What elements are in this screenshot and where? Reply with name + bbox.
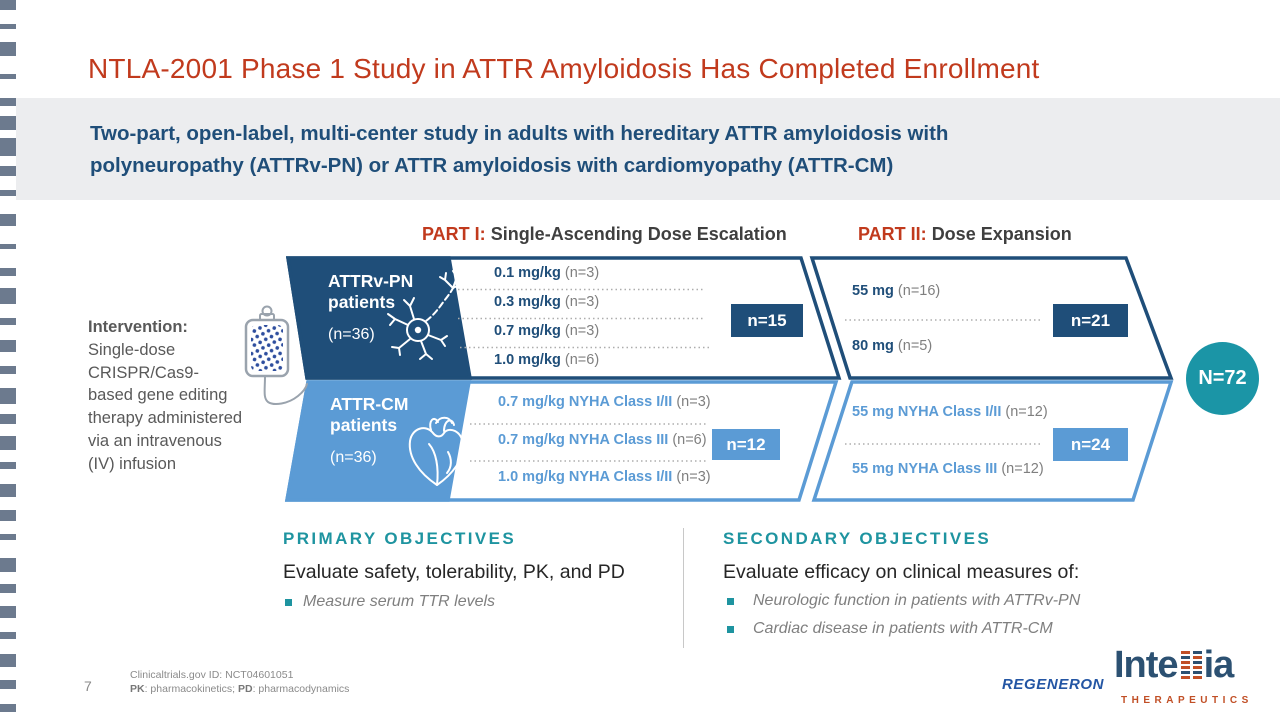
bullet-icon [727, 626, 734, 633]
intellia-logo-left: Inte [1114, 644, 1179, 686]
secondary-objectives-lead: Evaluate efficacy on clinical measures o… [723, 561, 1080, 583]
part1-title: Single-Ascending Dose Escalation [490, 224, 787, 244]
dose-label: 0.7 mg/kg NYHA Class I/II [498, 394, 673, 410]
attrv-group-label: ATTRv-PN patients (n=36) [328, 271, 413, 344]
dose-n: (n=3) [564, 265, 600, 281]
dose-n: (n=5) [897, 338, 933, 354]
dose-label: 0.7 mg/kg [494, 323, 561, 339]
secondary-objectives-heading: SECONDARY OBJECTIVES [723, 529, 992, 548]
intervention-block: Intervention: Single-dose CRISPR/Cas9- b… [88, 316, 270, 475]
part1-attrcm-total-badge: n=12 [712, 429, 780, 460]
intellia-logo-right: ia [1203, 644, 1235, 686]
pk-text: : pharmacokinetics; [144, 683, 238, 695]
dose-n: (n=12) [1001, 461, 1044, 477]
part2-attrcm-total-badge: n=24 [1053, 428, 1128, 461]
neuron-icon [387, 270, 468, 360]
subtitle-text: Two-part, open-label, multi-center study… [90, 122, 949, 178]
pd-text: : pharmacodynamics [252, 683, 350, 695]
subtitle-band [16, 98, 1280, 200]
dose-row: 0.7 mg/kg NYHA Class III(n=6) [498, 432, 707, 454]
primary-objectives-heading: PRIMARY OBJECTIVES [283, 529, 517, 548]
dna-ladder-icon [1180, 651, 1202, 679]
primary-objectives-lead: Evaluate safety, tolerability, PK, and P… [283, 561, 625, 583]
band-attrcm-part1 [284, 380, 839, 502]
part2-header: PART II: Dose Expansion [858, 224, 1072, 245]
dose-n: (n=3) [564, 323, 600, 339]
attrcm-patients: patients [330, 415, 398, 435]
bullet-icon [727, 598, 734, 605]
dose-row: 0.1 mg/kg(n=3) [494, 265, 599, 287]
dose-label: 0.1 mg/kg [494, 265, 561, 281]
part2-attrv-total-badge: n=21 [1053, 304, 1128, 337]
dose-label: 0.7 mg/kg NYHA Class III [498, 432, 669, 448]
therapeutics-wordmark: THERAPEUTICS [1121, 695, 1253, 706]
primary-bullet: Measure serum TTR levels [303, 593, 496, 610]
abbreviations-footnote: PK: pharmacokinetics; PD: pharmacodynami… [130, 683, 349, 695]
dose-n: (n=6) [672, 432, 707, 448]
part1-attrv-total-badge: n=15 [731, 304, 803, 337]
dose-row: 0.3 mg/kg(n=3) [494, 294, 599, 316]
dose-label: 0.3 mg/kg [494, 294, 561, 310]
intervention-text: Single-dose CRISPR/Cas9- based gene edit… [88, 340, 243, 473]
pk-label: PK [130, 683, 145, 695]
dose-label: 55 mg NYHA Class I/II [852, 404, 1002, 420]
dose-n: (n=3) [564, 294, 600, 310]
dose-label: 1.0 mg/kg [494, 352, 561, 368]
band-attrv-part2 [809, 256, 1174, 380]
dose-row: 1.0 mg/kg NYHA Class I/II(n=3) [498, 469, 711, 491]
attrv-n: (n=36) [328, 326, 375, 343]
dose-row: 0.7 mg/kg(n=3) [494, 323, 599, 345]
bullet-icon [285, 599, 292, 606]
dose-label: 80 mg [852, 338, 894, 354]
dose-n: (n=16) [897, 283, 941, 299]
dose-label: 55 mg NYHA Class III [852, 461, 998, 477]
intervention-label: Intervention: [88, 318, 188, 336]
dose-row: 55 mg NYHA Class I/II(n=12) [852, 404, 1048, 426]
page-number: 7 [84, 678, 92, 694]
dose-n: (n=3) [676, 469, 711, 485]
slide-title: NTLA-2001 Phase 1 Study in ATTR Amyloido… [88, 52, 1040, 84]
dose-label: 1.0 mg/kg NYHA Class I/II [498, 469, 673, 485]
overall-total-badge: N=72 [1186, 342, 1259, 415]
attrv-name: ATTRv-PN [328, 271, 414, 291]
part2-label: PART II: [858, 224, 927, 244]
dose-n: (n=12) [1005, 404, 1048, 420]
regeneron-logo: REGENERON [1002, 676, 1105, 693]
iv-bag-icon [244, 305, 308, 405]
dose-row: 55 mg NYHA Class III(n=12) [852, 461, 1044, 483]
dose-row: 80 mg(n=5) [852, 338, 932, 360]
dose-n: (n=6) [564, 352, 600, 368]
attrcm-n: (n=36) [330, 449, 377, 466]
secondary-bullet: Neurologic function in patients with ATT… [753, 592, 1081, 609]
part1-header: PART I: Single-Ascending Dose Escalation [422, 224, 787, 245]
dose-row: 1.0 mg/kg(n=6) [494, 352, 599, 374]
intellia-logo: Inte ia [1114, 644, 1235, 686]
part1-label: PART I: [422, 224, 486, 244]
attrcm-group-label: ATTR-CM patients (n=36) [330, 394, 408, 467]
attrcm-name: ATTR-CM [330, 394, 409, 414]
dose-label: 55 mg [852, 283, 894, 299]
band-attrcm-part2 [811, 380, 1174, 502]
heart-icon [408, 416, 465, 486]
dose-row: 0.7 mg/kg NYHA Class I/II(n=3) [498, 394, 711, 416]
objectives-divider [683, 528, 684, 648]
registry-footnote: Clinicaltrials.gov ID: NCT04601051 [130, 669, 294, 681]
dose-row: 55 mg(n=16) [852, 283, 940, 305]
part2-title: Dose Expansion [931, 224, 1072, 244]
secondary-bullet: Cardiac disease in patients with ATTR-CM [753, 620, 1053, 637]
pd-label: PD [237, 683, 253, 695]
dose-n: (n=3) [676, 394, 711, 410]
attrv-patients: patients [328, 292, 396, 312]
